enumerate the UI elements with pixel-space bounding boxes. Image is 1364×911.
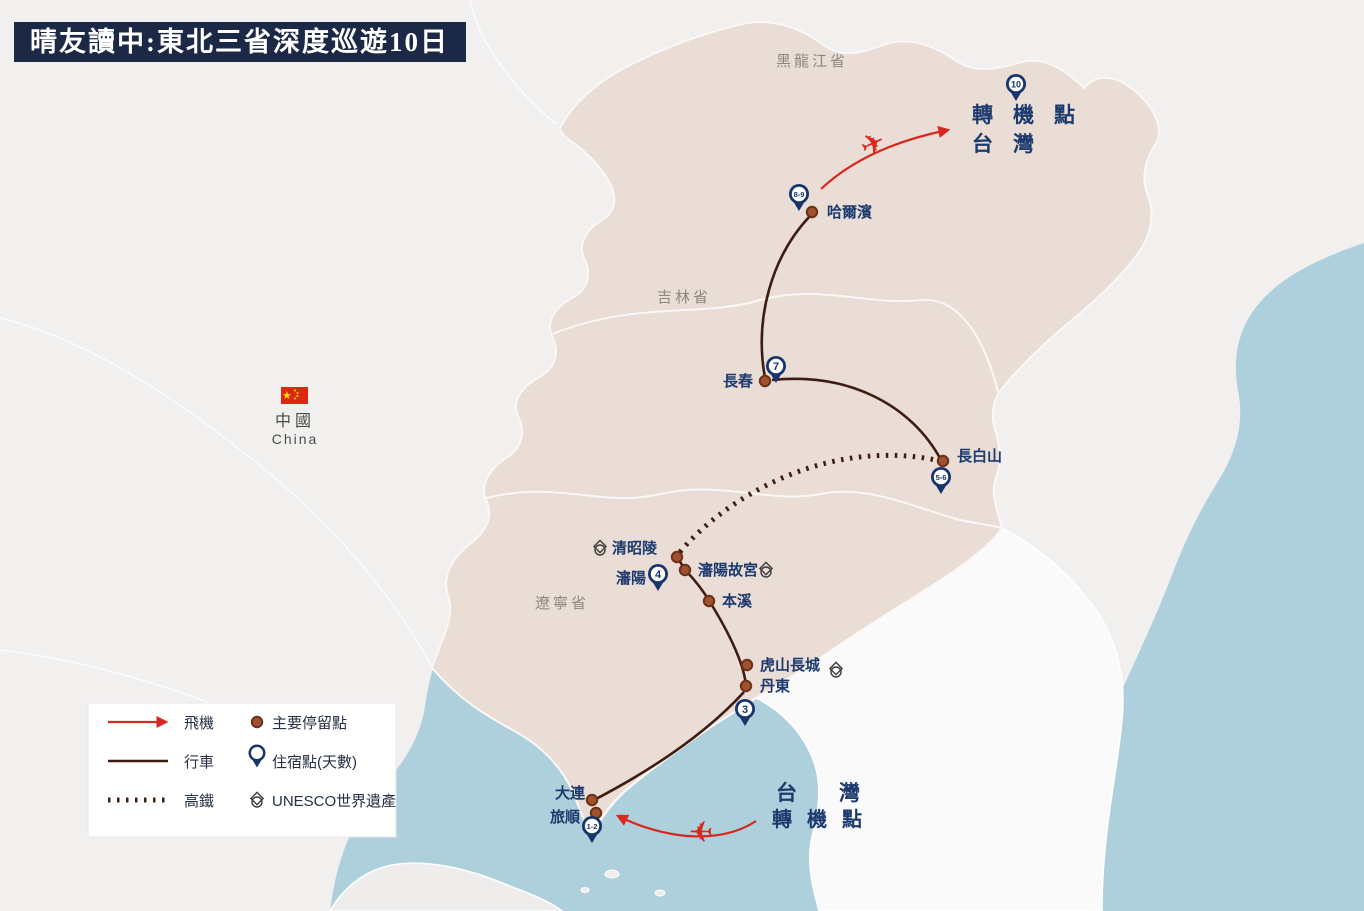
sea-east — [1088, 243, 1364, 911]
pin-days-label: 7 — [773, 361, 779, 373]
page-title: 晴友讀中:東北三省深度巡遊10日 — [30, 26, 449, 57]
pin-days-label: 4 — [655, 569, 662, 581]
province-label-liaoning: 遼寧省 — [535, 595, 589, 612]
country-label-en: China — [272, 431, 319, 447]
label-taiwan-transfer-north-line1: 轉機點 — [972, 103, 1095, 127]
label-lushun: 旅順 — [550, 808, 581, 826]
legend-unesco-label: UNESCO世界遺產 — [272, 793, 396, 810]
stop-dot-changbaishan — [936, 454, 950, 468]
route-drive-changbaishan-changchun — [771, 377, 943, 461]
legend-rail-label: 高鐵 — [184, 792, 214, 810]
border-jilin-liaoning — [485, 488, 1003, 529]
stay-pin-taiwan-transfer: 10 — [1006, 74, 1026, 101]
unesco-icon — [828, 661, 844, 678]
label-changbaishan: 長白山 — [957, 447, 1002, 465]
transfer-labels-layer: 轉機點 台灣 台灣 轉機點 — [772, 103, 1095, 831]
label-shenyang: 瀋陽 — [616, 569, 646, 587]
stop-dot-hushan — [740, 658, 754, 672]
route-drive-dandong-shenyang — [675, 556, 748, 687]
label-qingzhaoling: 清昭陵 — [612, 539, 658, 557]
stop-dot-benxi — [702, 594, 716, 608]
unesco-icons-layer — [592, 539, 844, 678]
stop-dot-harbin — [805, 205, 819, 219]
route-drive-changchun-harbin — [760, 215, 811, 379]
label-dandong: 丹東 — [760, 677, 790, 695]
legend-stop-symbol — [250, 715, 264, 729]
legend-stop-label: 主要停留點 — [272, 715, 347, 732]
label-taiwan-transfer-north-line2: 台灣 — [972, 132, 1054, 156]
label-taiwan-transfer-south-line1: 台灣 — [776, 781, 902, 805]
stay-pin-changchun: 7 — [766, 356, 786, 383]
legend-unesco-symbol — [249, 791, 265, 808]
stop-dot-dalian — [585, 793, 599, 807]
label-shenyang-gugong: 瀋陽故宮 — [698, 561, 758, 579]
stay-pin-changbaishan: 5-6 — [931, 467, 951, 494]
legend-drive-label: 行車 — [184, 754, 214, 771]
pin-days-label: 1-2 — [587, 822, 598, 831]
stop-dots-layer — [585, 205, 950, 820]
pin-days-label: 5-6 — [936, 473, 947, 482]
stop-dot-dandong — [739, 679, 753, 693]
route-flight-harbin-taiwan — [820, 125, 951, 190]
label-hushan: 虎山長城 — [760, 656, 820, 674]
label-harbin: 哈爾濱 — [827, 203, 872, 221]
china-flag-icon: ★ — [281, 387, 308, 404]
pin-days-label: 10 — [1011, 79, 1021, 89]
legend-flight-label: 飛機 — [184, 715, 214, 732]
sea-west — [330, 666, 819, 911]
route-drive-dalian-dandong — [593, 691, 745, 802]
pin-days-label: 8-9 — [794, 190, 805, 199]
stay-pin-dandong: 3 — [735, 699, 755, 726]
flag-star-icon: ★ — [282, 390, 292, 402]
country-label-zh: 中國 — [275, 412, 315, 430]
province-label-jilin: 吉林省 — [657, 289, 711, 306]
title-banner: 晴友讀中:東北三省深度巡遊10日 — [14, 22, 466, 62]
label-taiwan-transfer-south-line2: 轉機點 — [772, 808, 877, 831]
label-changchun: 長春 — [723, 372, 753, 390]
label-benxi: 本溪 — [722, 592, 753, 610]
label-dalian: 大連 — [555, 784, 586, 802]
faint-border-line — [0, 317, 433, 669]
unesco-icon — [758, 561, 774, 578]
province-label-heilongjiang: 黑龍江省 — [776, 53, 848, 70]
coast-land — [329, 862, 564, 911]
stay-pin-harbin: 8-9 — [789, 184, 809, 211]
routes-layer: ✈ ✈ — [593, 125, 951, 849]
route-flight-taiwan-lushun — [615, 814, 757, 838]
route-rail-shenyang-changbaishan — [678, 452, 937, 554]
stay-pins-layer: 10 8-9 7 5-6 4 3 1-2 — [582, 74, 1026, 843]
place-labels-layer: 哈爾濱 長春 長白山 清昭陵 瀋陽 瀋陽故宮 本溪 虎山長城 丹東 大連 旅順 — [550, 203, 1002, 826]
island-shape — [604, 869, 620, 879]
faint-border-line — [469, 0, 557, 125]
island-shape — [654, 889, 666, 897]
stop-dot-changchun — [758, 374, 772, 388]
stop-dot-shenyang-gugong — [678, 563, 692, 577]
stop-dot-qingzhaoling — [670, 550, 684, 564]
island-shape — [580, 887, 590, 893]
legend-stay-pin-symbol — [248, 744, 266, 768]
pin-days-label: 3 — [742, 704, 748, 716]
border-heilongjiang-jilin — [551, 293, 999, 393]
legend: 飛機 行車 高鐵 主要停留點 住宿點(天數) UNESCO世界遺產 — [87, 702, 397, 838]
stay-pin-lushun: 1-2 — [582, 816, 602, 843]
legend-box — [87, 702, 397, 838]
airplane-icon: ✈ — [689, 817, 713, 849]
northeast-provinces — [431, 21, 1160, 837]
unesco-icon — [592, 539, 608, 556]
title-banner-bg — [14, 22, 466, 62]
stay-pin-shenyang: 4 — [648, 564, 668, 591]
legend-stay-label: 住宿點(天數) — [272, 754, 357, 771]
